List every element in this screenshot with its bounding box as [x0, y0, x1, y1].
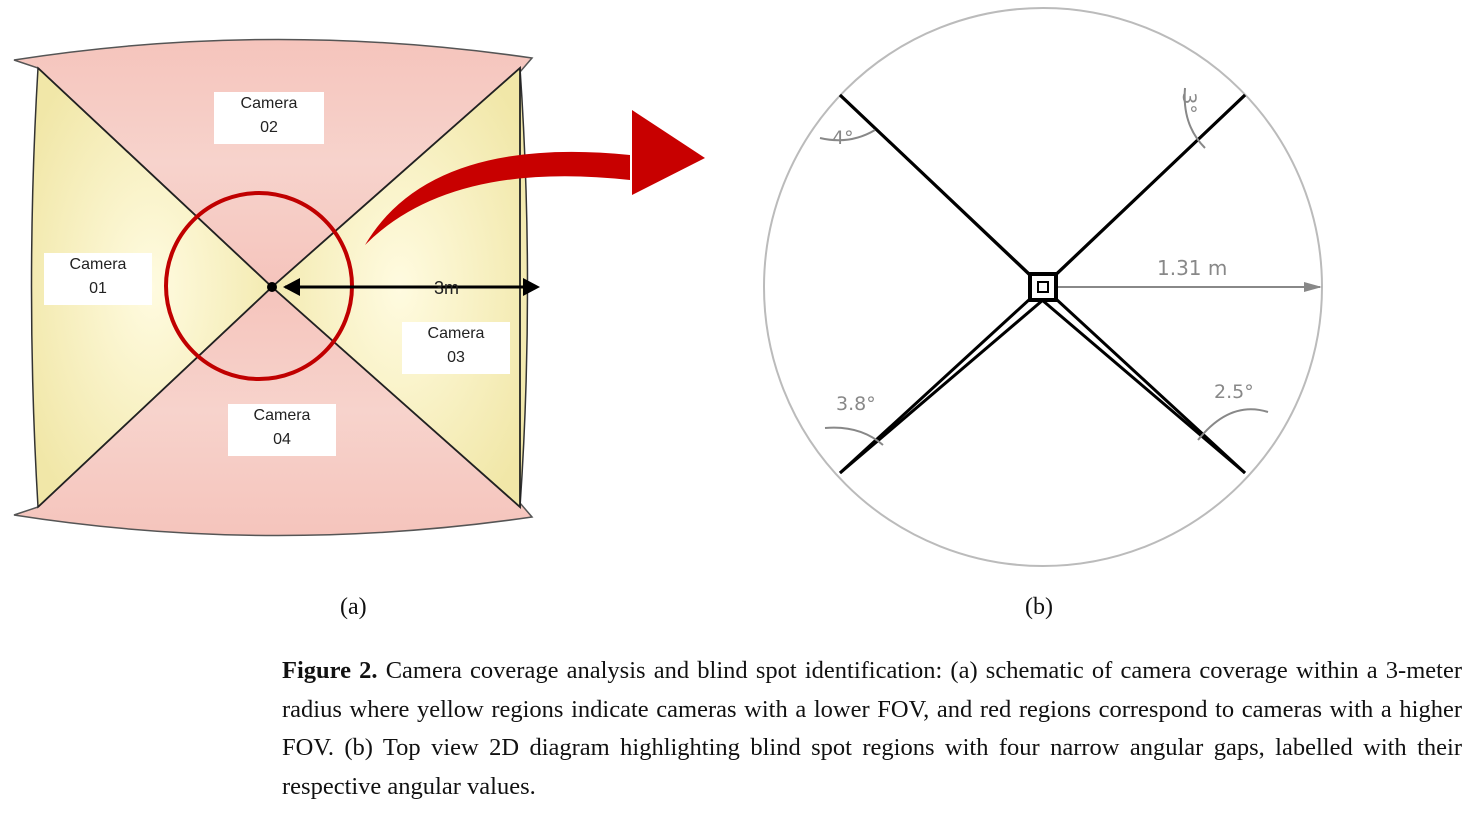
camera-name: Camera [69, 256, 127, 273]
camera-number: 01 [89, 280, 107, 297]
camera-name: Camera [240, 95, 298, 112]
caption-text: Camera coverage analysis and blind spot … [282, 657, 1462, 800]
camera-number: 04 [273, 431, 291, 448]
subfigure-label-b: (b) [1025, 594, 1053, 620]
caption-label: Figure 2. [282, 657, 378, 684]
top-view-diagram [763, 7, 1323, 567]
angle-label-top-left: 4° [832, 127, 854, 149]
camera-number: 02 [260, 119, 278, 136]
angle-label-top-right: 3° [1177, 92, 1200, 114]
camera-label-01: Camera 01 [44, 253, 152, 305]
radius-label-1-31m: 1.31 m [1157, 256, 1228, 280]
figure-caption: Figure 2. Camera coverage analysis and b… [282, 652, 1462, 806]
camera-label-02: Camera 02 [214, 92, 324, 144]
subfigure-label-a: (a) [340, 594, 367, 620]
angle-label-bottom-left: 3.8° [836, 393, 876, 415]
camera-name: Camera [253, 407, 311, 424]
radius-label-3m: 3m [434, 278, 460, 298]
camera-label-04: Camera 04 [228, 404, 336, 456]
camera-label-03: Camera 03 [402, 322, 510, 374]
angle-label-bottom-right: 2.5° [1214, 381, 1254, 403]
camera-name: Camera [427, 325, 485, 342]
camera-number: 03 [447, 349, 465, 366]
